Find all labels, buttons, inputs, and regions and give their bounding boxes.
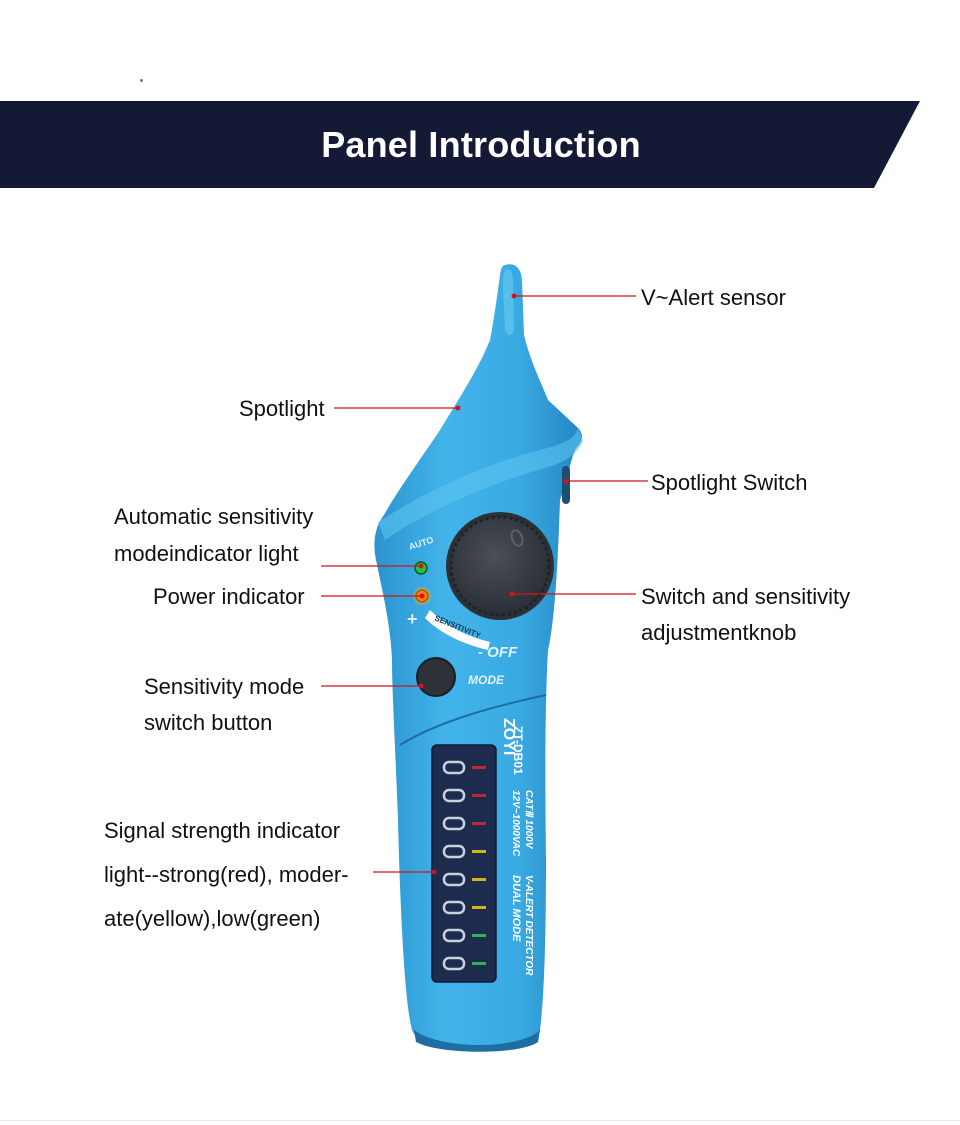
bottom-cap xyxy=(414,1030,540,1052)
label-auto-line2: modeindicator light xyxy=(114,541,299,566)
panel-divider xyxy=(399,694,547,746)
label-knob-line1: Switch and sensitivity xyxy=(641,584,851,609)
label-signal-line2: light--strong(red), moder- xyxy=(104,862,349,887)
label-mode-line1: Sensitivity mode xyxy=(144,674,305,699)
label-signal-line1: Signal strength indicator xyxy=(104,818,341,843)
label-v-alert-sensor: V~Alert sensor xyxy=(641,285,786,310)
label-spotlight: Spotlight xyxy=(239,396,325,421)
knob-indicator xyxy=(510,529,524,547)
model-text: ZT-DB01 xyxy=(511,726,525,775)
collar-ridge xyxy=(378,428,583,540)
header-banner: Panel Introduction xyxy=(0,101,920,188)
tip-highlight xyxy=(503,269,514,336)
spotlight-switch-button xyxy=(562,466,570,504)
label-signal-line3: ate(yellow),low(green) xyxy=(104,906,321,931)
product-text-1: V-ALERT DETECTOR xyxy=(523,875,534,976)
mode-button xyxy=(416,657,456,697)
mode-text: MODE xyxy=(468,673,505,687)
knob xyxy=(449,515,551,617)
plus-text: + xyxy=(407,609,418,629)
product-text-2: DUAL MODE xyxy=(510,875,522,942)
label-power-indicator: Power indicator xyxy=(153,584,305,609)
label-knob-line2: adjustmentknob xyxy=(641,620,797,645)
sensitivity-band xyxy=(425,610,490,650)
rating-text-2: 12V~1000VAC xyxy=(510,790,521,857)
led-rows xyxy=(442,760,486,971)
label-spotlight-switch: Spotlight Switch xyxy=(651,470,808,495)
rating-text-1: CATⅢ 1000V xyxy=(523,790,534,850)
brand-text: ZOYI xyxy=(500,718,517,755)
stray-dot xyxy=(140,79,143,82)
label-auto-line1: Automatic sensitivity xyxy=(114,504,314,529)
label-mode-line2: switch button xyxy=(144,710,273,735)
signal-window xyxy=(431,744,497,983)
page-title: Panel Introduction xyxy=(321,124,641,165)
off-text: - OFF xyxy=(478,644,518,661)
bottom-divider xyxy=(0,1120,960,1121)
